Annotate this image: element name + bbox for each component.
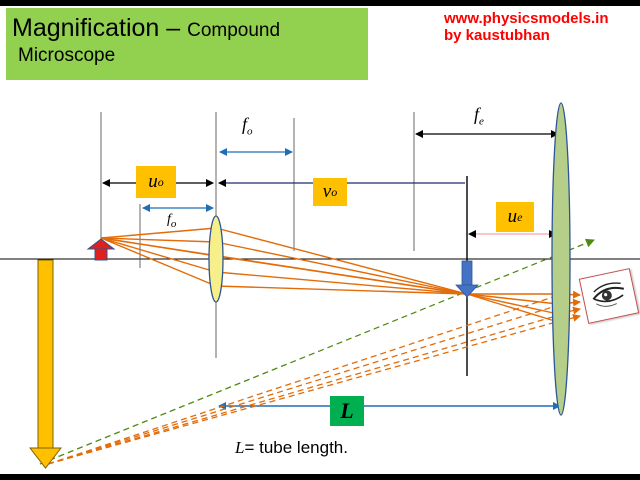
eyepiece-rays <box>466 290 581 323</box>
tube-length-label: L <box>330 396 364 426</box>
green-dashed-line <box>39 238 595 465</box>
title-box: Magnification – Compound Microscope <box>6 8 368 80</box>
title-dash: – <box>159 14 188 42</box>
diagram-canvas: Magnification – Compound Microscope www.… <box>0 6 640 474</box>
ray-diagram <box>0 102 640 469</box>
caption-text: = tube length. <box>244 438 348 457</box>
tube-length-caption: L= tube length. <box>235 438 348 458</box>
credit-author: by kaustubhan <box>444 27 550 44</box>
title-main-text: Magnification <box>12 14 160 42</box>
virtual-ray-extensions <box>47 295 557 465</box>
final-image-arrow-icon <box>28 259 63 469</box>
eye-box <box>578 268 640 324</box>
object-arrow-icon <box>86 238 116 261</box>
fo-label-top: fo <box>242 114 253 138</box>
fe-label: fe <box>474 104 484 128</box>
title-line-1: Magnification – Compound <box>12 14 368 43</box>
credit-url: www.physicsmodels.in <box>444 10 609 27</box>
intermediate-image-arrow-icon <box>455 260 479 298</box>
objective-rays <box>100 227 468 295</box>
title-line-2: Microscope <box>18 45 116 66</box>
eyepiece-lens <box>551 102 571 416</box>
objective-lens <box>208 215 224 303</box>
fo-label-small: fo <box>167 212 177 230</box>
title-sub-text: Compound <box>187 20 281 41</box>
eye-icon <box>592 282 625 307</box>
credit: www.physicsmodels.in by kaustubhan <box>444 10 609 44</box>
caption-symbol: L <box>235 438 245 457</box>
